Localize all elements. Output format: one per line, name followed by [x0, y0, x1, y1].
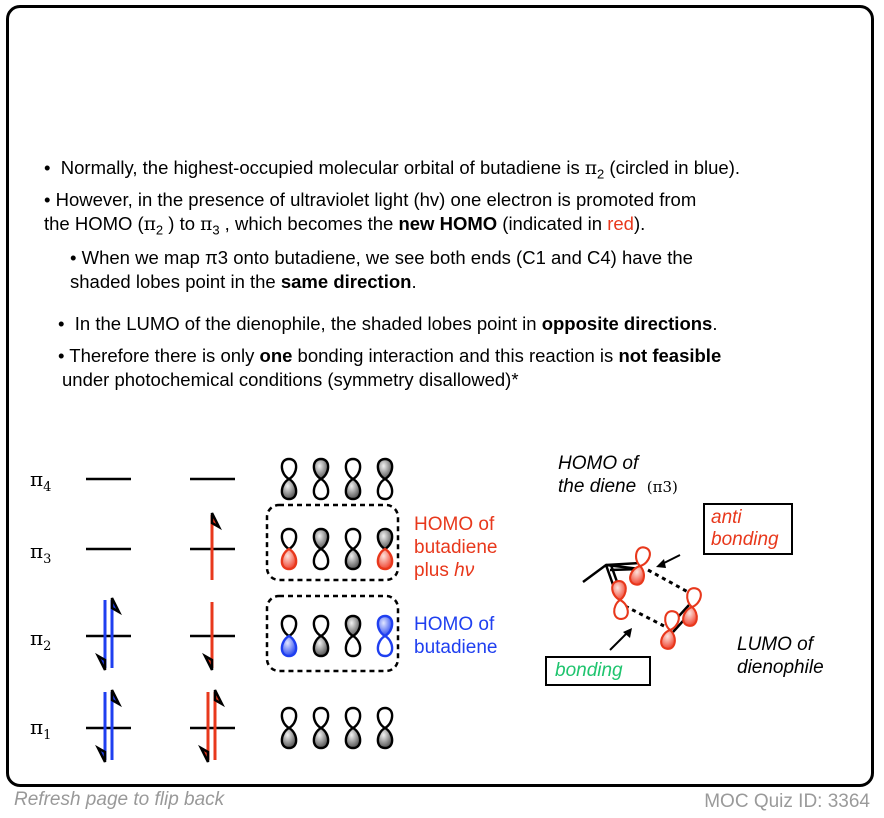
pi2-label: π2	[30, 626, 52, 654]
orbital-2-c1	[280, 614, 298, 658]
orbital-3-c1	[280, 527, 298, 571]
dienophile-c2-lobe	[658, 609, 682, 651]
electron-up-pi2	[110, 597, 122, 668]
bonding-box: bonding	[545, 656, 651, 686]
orbital-4-c4	[376, 457, 394, 501]
electron-up-pi3	[210, 512, 222, 580]
orbital-1-c3	[344, 706, 362, 750]
homo-butadiene-hv-label: HOMO of butadiene plus hν	[414, 514, 498, 581]
orbital-2-c4	[376, 614, 394, 658]
bullet-2-line-1: • However, in the presence of ultraviole…	[44, 189, 697, 210]
diene-c4-lobe	[627, 544, 653, 588]
orbital-4-c1	[280, 457, 298, 501]
homo-butadiene-label: HOMO of butadiene	[414, 614, 498, 658]
bullet-4: • In the LUMO of the dienophile, the sha…	[58, 313, 718, 334]
orbital-4-c3	[344, 457, 362, 501]
pi4-label: π4	[30, 467, 52, 495]
anti-bonding-box: anti bonding	[703, 503, 793, 555]
electron-down-pi2	[95, 600, 107, 671]
bullet-3-line-2: shaded lobes point in the same direction…	[70, 271, 417, 292]
pi2-dashed-box	[265, 594, 400, 673]
quiz-id: MOC Quiz ID: 3364	[704, 791, 870, 812]
orbital-1-c4	[376, 706, 394, 750]
electron-up-pi1	[110, 689, 122, 760]
orbital-4-c2	[312, 457, 330, 501]
energy-levels	[86, 477, 235, 763]
orbital-1-c1	[280, 706, 298, 750]
pi3-label: π3	[30, 539, 52, 567]
dienophile-c1-lobe	[680, 586, 704, 628]
orbital-3-c4	[376, 527, 394, 571]
bullet-2-line-2: the HOMO (π2 ) to π3 , which becomes the…	[44, 213, 646, 238]
homo-diene-label: HOMO of the diene (π3)	[558, 453, 678, 497]
orbital-2-c2	[312, 614, 330, 658]
orbital-3-c2	[312, 527, 330, 571]
bullet-5-line-1: • Therefore there is only one bonding in…	[58, 345, 722, 366]
quiz-card	[6, 5, 874, 787]
bullet-1: • Normally, the highest-occupied molecul…	[44, 157, 740, 182]
bullet-3-line-1: • When we map π3 onto butadiene, we see …	[70, 247, 693, 268]
electron-down-pi2-excited	[202, 602, 214, 671]
orbital-3-c3	[344, 527, 362, 571]
electron-down-pi1-excited	[198, 692, 210, 763]
pi1-label: π1	[30, 715, 52, 743]
electron-up-pi1-excited	[213, 689, 225, 760]
orbital-lobes	[280, 457, 394, 750]
orbital-2-c3	[344, 614, 362, 658]
orbital-1-c2	[312, 706, 330, 750]
refresh-hint: Refresh page to flip back	[14, 789, 225, 810]
bullet-5-line-2: under photochemical conditions (symmetry…	[62, 369, 519, 390]
electron-down-pi1	[95, 692, 107, 763]
lumo-dienophile-label: LUMO of dienophile	[737, 634, 824, 678]
diene-c1-lobe	[610, 579, 630, 621]
pi3-dashed-box	[265, 503, 400, 582]
